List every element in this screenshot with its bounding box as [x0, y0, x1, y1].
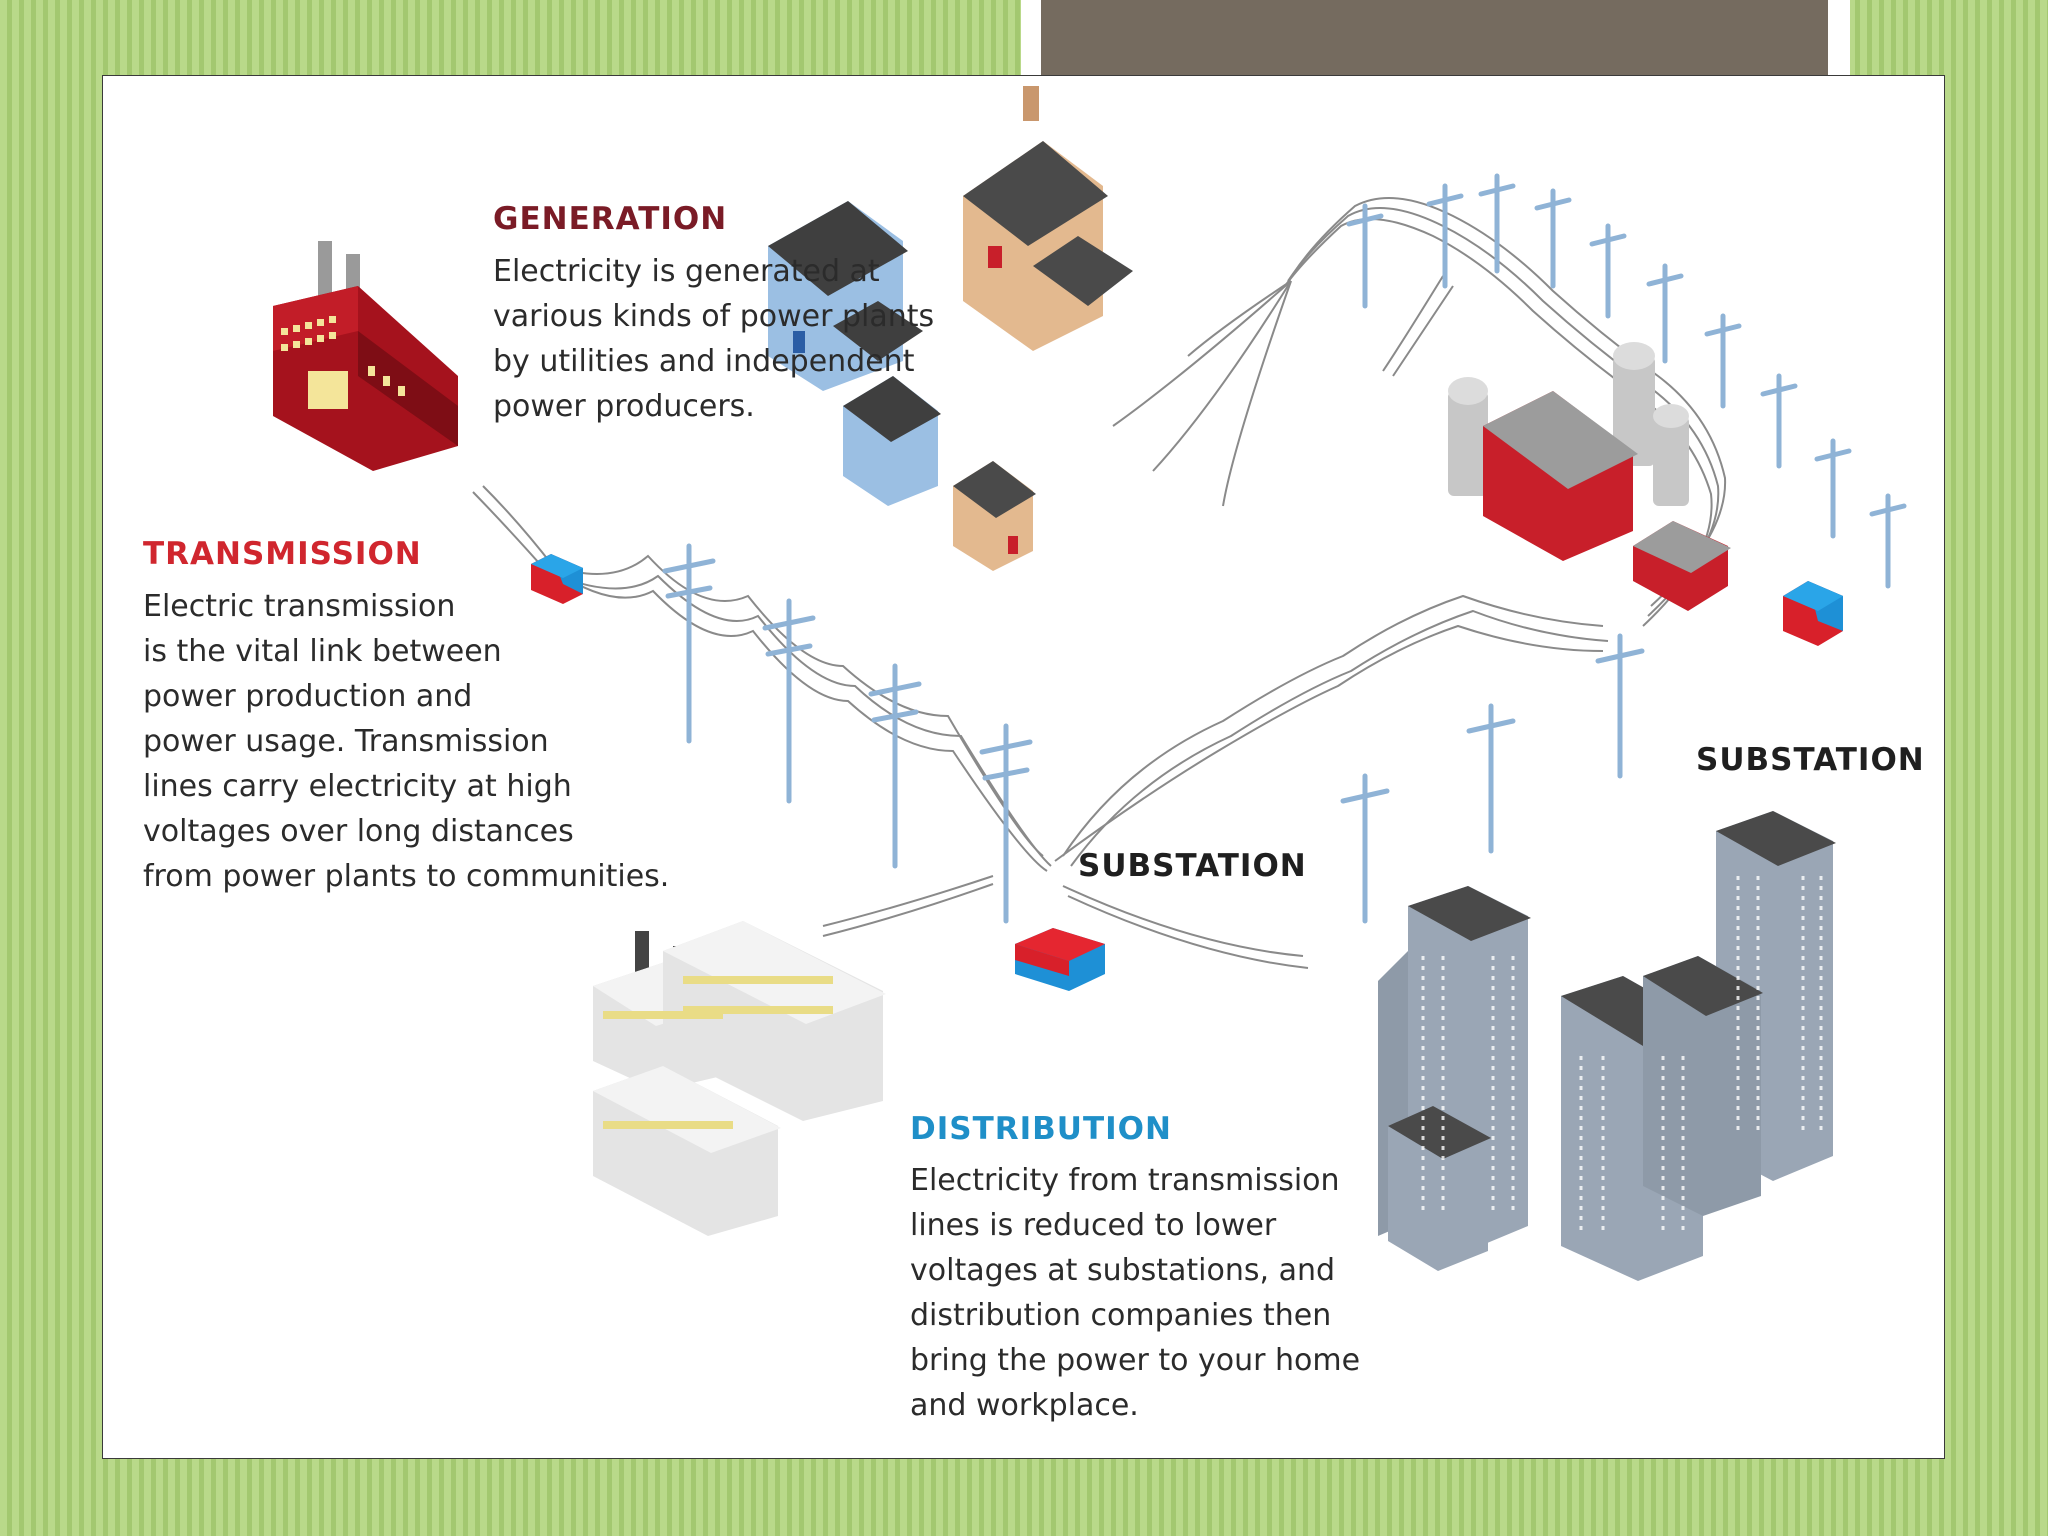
generation-text: Electricity is generated at various kind… [493, 254, 935, 424]
power-plant-icon [273, 241, 458, 471]
transmission-title: TRANSMISSION [143, 536, 422, 572]
power-lines [472, 197, 1727, 969]
slide-card: GENERATION Electricity is generated at v… [102, 75, 1945, 1459]
transmission-text: Electric transmission is the vital link … [143, 589, 670, 894]
house-icon [768, 86, 1133, 571]
substation-icon [531, 554, 583, 604]
transmission-tower-icon [662, 173, 1907, 924]
factory-icon [593, 921, 886, 1236]
header-bar [1041, 0, 1828, 76]
substation-label-center: SUBSTATION [1078, 848, 1307, 884]
distribution-title: DISTRIBUTION [910, 1111, 1172, 1147]
skyscraper-icon [1378, 811, 1836, 1281]
substation-icon [1783, 581, 1843, 646]
generation-title: GENERATION [493, 201, 728, 237]
substation-icon [1015, 928, 1105, 991]
grid-illustration [273, 86, 1907, 1281]
barn-icon [1448, 342, 1731, 611]
substation-label-right: SUBSTATION [1696, 742, 1925, 778]
distribution-text: Electricity from transmission lines is r… [910, 1163, 1361, 1423]
